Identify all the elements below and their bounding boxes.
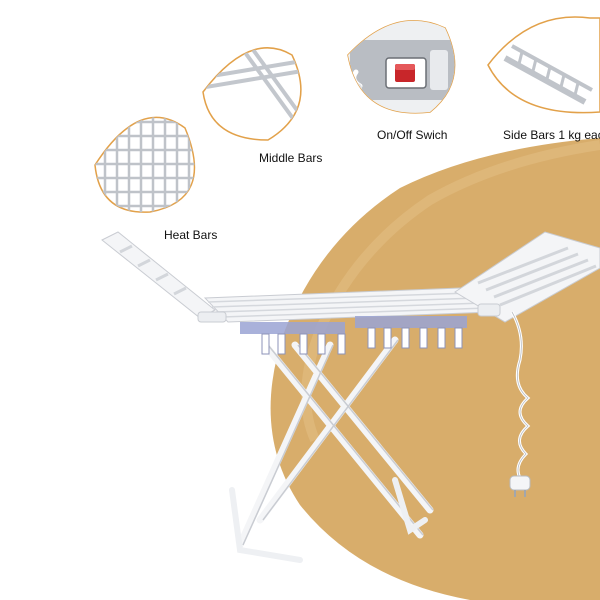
middle-bars-caption: Middle Bars bbox=[259, 151, 323, 165]
backdrop-highlight bbox=[301, 140, 600, 443]
rack-right-wing bbox=[454, 231, 600, 323]
rack-legs bbox=[236, 336, 434, 549]
ladder-bars-icon bbox=[503, 44, 593, 105]
side-bars-caption: Side Bars 1 kg each bbox=[503, 128, 600, 142]
rack-left-wing bbox=[101, 231, 227, 323]
side-bars-bubble bbox=[487, 16, 600, 114]
middle-bars-bubble bbox=[202, 47, 302, 141]
power-cord bbox=[509, 311, 531, 497]
drying-rack bbox=[101, 231, 600, 563]
rack-leg-shadows bbox=[242, 339, 434, 546]
clip-strips bbox=[240, 316, 467, 355]
switch-bubble bbox=[347, 20, 456, 114]
switch-caption: On/Off Swich bbox=[377, 128, 448, 142]
heat-bars-caption: Heat Bars bbox=[164, 228, 218, 242]
heat-bars-bubble bbox=[94, 116, 196, 213]
rack-feet bbox=[229, 477, 428, 563]
rocker-switch-icon bbox=[348, 20, 455, 113]
plug-icon bbox=[509, 475, 531, 491]
